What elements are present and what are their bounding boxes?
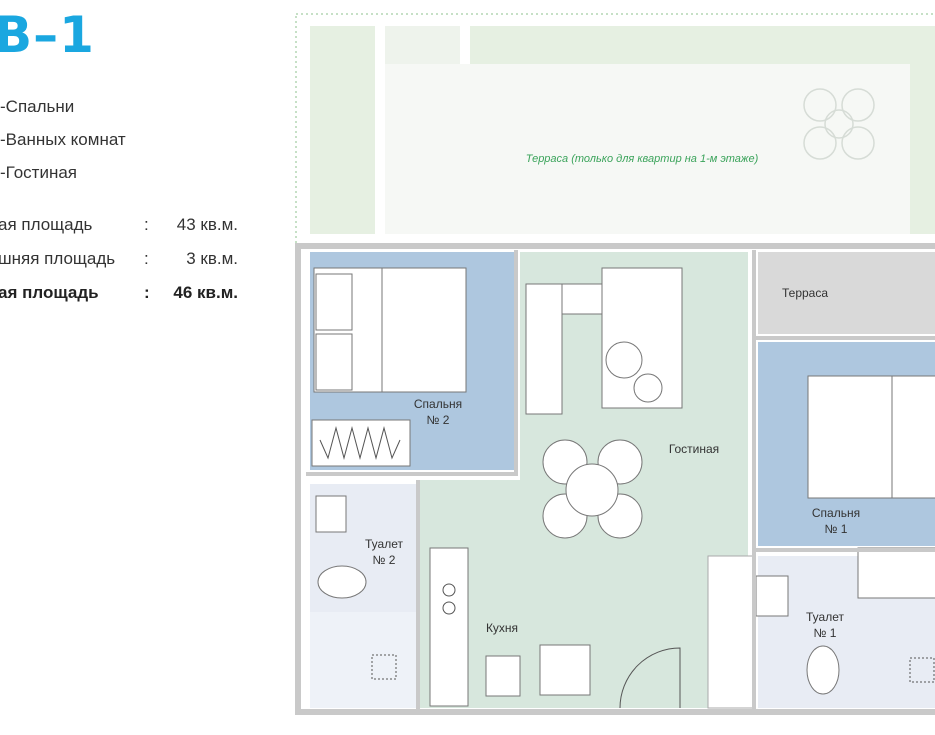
coffee-table-icon [605,341,643,379]
area-row-indoor: ая площадь : 43 кв.м. [0,208,258,242]
bedroom-1-number: № 1 [825,522,848,536]
sofa-side-icon [525,283,563,415]
entrance-door-icon [619,647,681,709]
garden-bed-left [310,26,375,234]
area-label: ая площадь [0,283,99,302]
area-value: 43 кв.м. [176,215,238,234]
unit-type-title: В–1 [0,6,95,64]
area-table: ая площадь : 43 кв.м. шняя площадь : 3 к… [0,208,258,310]
room-bathrooms: -Ванных комнат [0,130,126,149]
toilet-2-label: Туалет [365,537,403,551]
balcony-floor [758,252,935,334]
area-row-outdoor: шняя площадь : 3 кв.м. [0,242,258,276]
wardrobe-icon [857,547,935,599]
area-colon: : [144,283,150,302]
area-label: ая площадь [0,215,93,234]
room-list: -Спальни -Ванных комнат -Гостиная [0,90,126,189]
wardrobe-icon [311,419,411,467]
side-table-icon [633,373,663,403]
washbasin-icon [315,495,347,533]
hangers-icon [319,426,401,460]
sink-icon [485,655,521,697]
toilet-1-number: № 1 [814,626,837,640]
garden-deck [385,64,910,234]
rug-icon [601,267,683,409]
bedroom-2-label: Спальня [414,397,462,411]
area-row-total: ая площадь : 46 кв.м. [0,276,258,310]
closet-icon [707,555,755,709]
shower-drain-icon [909,657,935,683]
area-label: шняя площадь [0,249,116,268]
stove-burner-icon [442,583,456,597]
kitchen-label: Кухня [486,621,518,635]
dining-table-icon [542,439,643,539]
pillow-icon [315,273,353,331]
interior-walls [306,250,935,710]
floor-plan: Терраса (только для квартир на 1-м этаже… [295,13,935,715]
washbasin-icon [755,575,789,617]
pillow-icon [315,333,353,391]
area-value: 46 кв.м. [173,283,238,302]
bedroom-2-number: № 2 [427,413,450,427]
area-value: 3 кв.м. [186,249,238,268]
garden-table-icon [803,88,875,160]
area-colon: : [144,215,149,234]
toilet-2-number: № 2 [373,553,396,567]
toilet-bowl-icon [806,645,840,695]
room-living: -Гостиная [0,163,78,182]
garden-terrace-label: Терраса (только для квартир на 1-м этаже… [526,153,759,165]
bedroom-1-label: Спальня [812,506,860,520]
shower-2-floor [310,612,418,708]
toilet-bowl-icon [317,565,367,599]
living-room-label: Гостиная [669,442,719,456]
fridge-icon [539,644,591,696]
room-bedrooms: -Спальни [0,97,75,116]
shower-drain-icon [371,654,397,680]
bedroom-1-bed-icon [807,375,935,499]
stove-burner-icon [442,601,456,615]
balcony-label: Терраса [782,286,828,300]
garden-path [385,26,460,64]
toilet-1-label: Туалет [806,610,844,624]
kitchen-counter-icon [429,547,469,707]
area-colon: : [144,249,149,268]
garden-bed-right [910,74,935,234]
